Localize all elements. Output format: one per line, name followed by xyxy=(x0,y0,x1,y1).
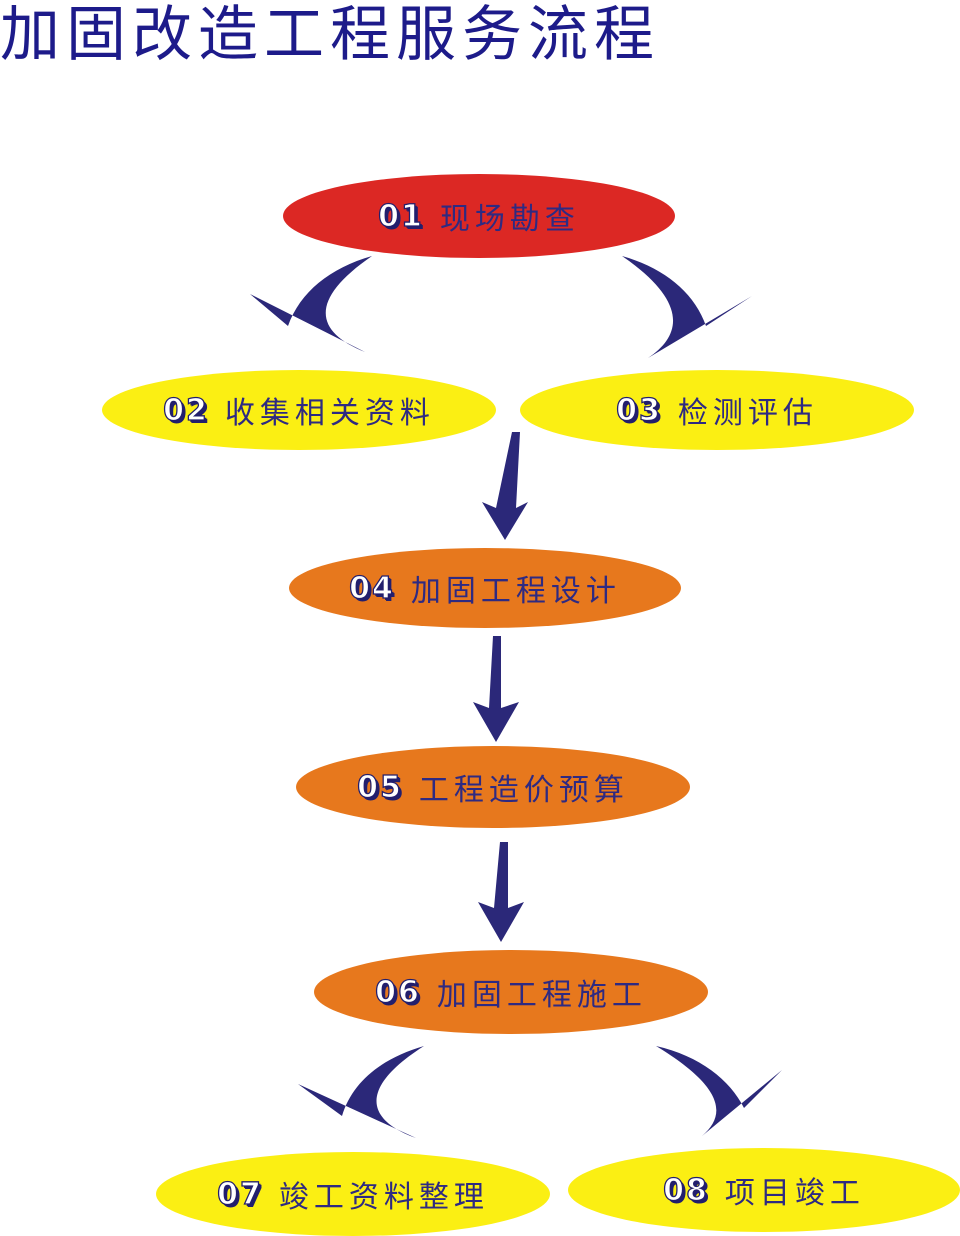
flow-step-08: 08 项目竣工 xyxy=(568,1148,960,1232)
flow-step-02: 02 收集相关资料 xyxy=(102,370,496,450)
step-label: 加固工程设计 xyxy=(410,574,621,609)
step-label: 加固工程施工 xyxy=(436,978,647,1013)
step-number: 08 xyxy=(662,1172,709,1208)
curved-arrow-01-03 xyxy=(622,256,752,358)
step-number: 06 xyxy=(374,974,421,1010)
curved-arrow-01-02 xyxy=(250,256,372,352)
step-number: 03 xyxy=(615,392,662,428)
flow-step-04: 04 加固工程设计 xyxy=(289,548,681,628)
straight-arrow-02-04 xyxy=(482,432,528,540)
step-label: 项目竣工 xyxy=(724,1176,865,1211)
straight-arrow-04-05 xyxy=(473,636,519,742)
step-label: 检测评估 xyxy=(677,396,818,431)
step-number: 02 xyxy=(162,392,209,428)
page-title: 加固改造工程服务流程 xyxy=(0,0,660,70)
step-label: 收集相关资料 xyxy=(224,396,435,431)
step-number: 05 xyxy=(356,769,403,805)
flow-step-06: 06 加固工程施工 xyxy=(314,950,708,1034)
step-number: 01 xyxy=(377,198,424,234)
step-label: 工程造价预算 xyxy=(418,773,629,808)
curved-arrow-06-07 xyxy=(298,1046,424,1138)
flow-step-03: 03 检测评估 xyxy=(520,370,914,450)
flow-step-07: 07 竣工资料整理 xyxy=(156,1152,550,1236)
flow-step-01: 01 现场勘查 xyxy=(283,174,675,258)
flow-step-05: 05 工程造价预算 xyxy=(296,746,690,828)
straight-arrow-05-06 xyxy=(478,842,524,942)
step-number: 07 xyxy=(216,1176,263,1212)
step-label: 现场勘查 xyxy=(439,202,580,237)
step-number: 04 xyxy=(348,570,395,606)
curved-arrow-06-08 xyxy=(656,1046,782,1136)
step-label: 竣工资料整理 xyxy=(278,1180,489,1215)
